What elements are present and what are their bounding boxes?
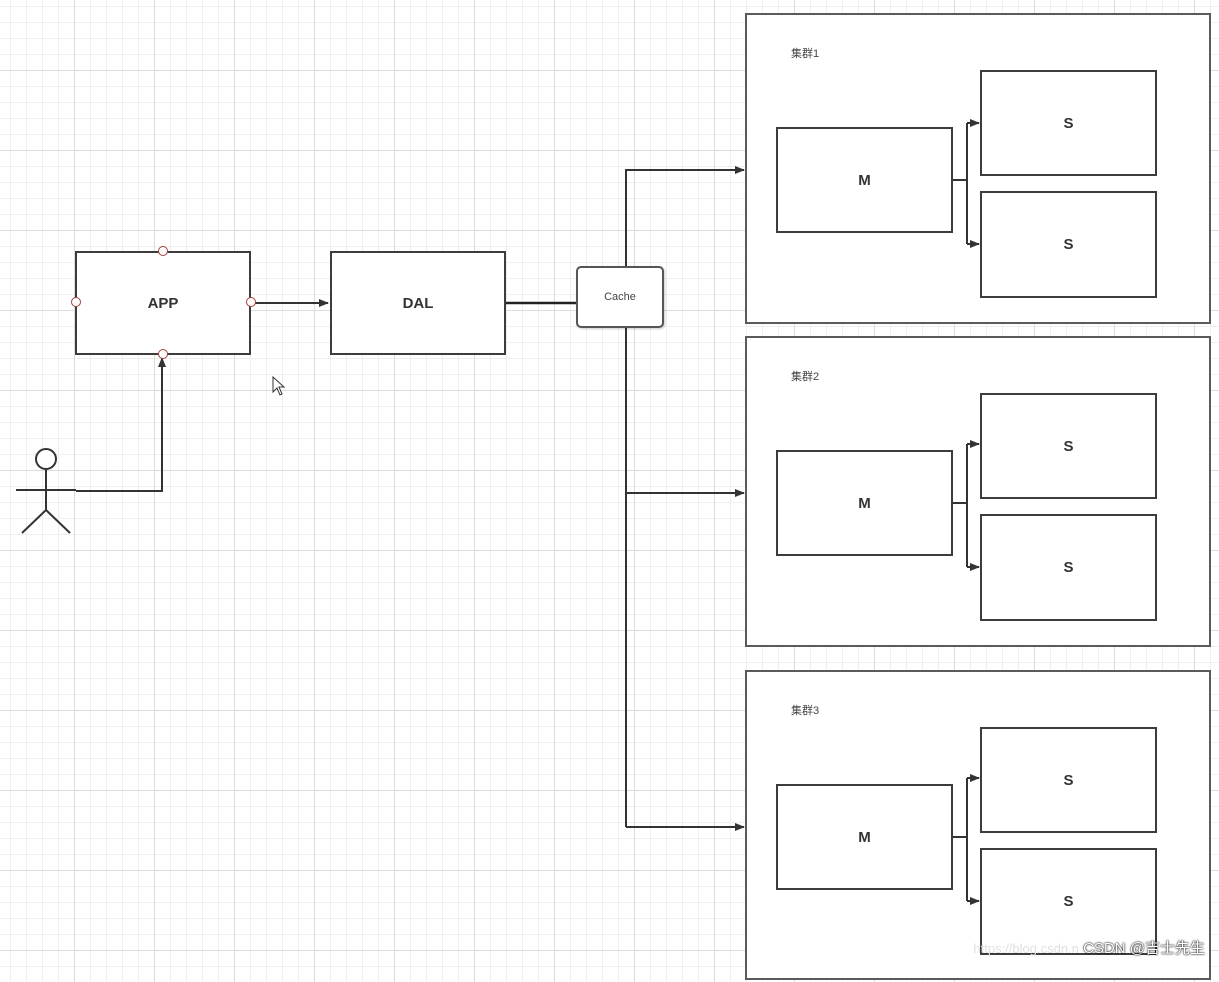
mouse-cursor-icon [272, 376, 286, 396]
slave-label: S [1063, 559, 1074, 576]
cluster-3[interactable]: 集群3 M S S [745, 670, 1211, 980]
watermark-text: CSDN @吉士先生 [1083, 940, 1205, 957]
master-label: M [858, 494, 871, 512]
user-actor-icon [16, 448, 76, 534]
cluster-2-connectors [952, 440, 980, 571]
slave-label: S [1063, 771, 1074, 789]
cache-node[interactable]: Cache [576, 266, 664, 328]
cluster-label: 集群1 [791, 48, 820, 60]
slave-label: S [1063, 114, 1074, 132]
master-label: M [858, 828, 871, 846]
cluster-label: 集群2 [791, 371, 820, 383]
slave-label: S [1063, 236, 1074, 253]
connector-user-app [76, 357, 166, 492]
master-node[interactable]: M [776, 450, 953, 556]
app-handle-left[interactable] [71, 297, 81, 307]
cluster-label: 集群3 [791, 705, 820, 717]
cluster-3-connectors [952, 774, 980, 905]
app-handle-bottom[interactable] [158, 349, 168, 359]
slave-node[interactable]: S [980, 191, 1157, 298]
slave-node[interactable]: S [980, 848, 1157, 955]
app-handle-right[interactable] [246, 297, 256, 307]
app-handle-top[interactable] [158, 246, 168, 256]
slave-node[interactable]: S [980, 70, 1157, 176]
dal-node[interactable]: DAL [330, 251, 506, 355]
cluster-2[interactable]: 集群2 M S S [745, 336, 1211, 647]
master-label: M [858, 171, 871, 189]
connector-cache-cluster1 [625, 166, 745, 266]
cache-label: Cache [604, 291, 636, 303]
slave-node[interactable]: S [980, 514, 1157, 621]
slave-label: S [1063, 437, 1074, 455]
cluster-1[interactable]: 集群1 M S S [745, 13, 1211, 324]
watermark: https://blog.csdn.n CSDN @吉士先生 [973, 937, 1205, 958]
slave-label: S [1063, 893, 1074, 910]
master-node[interactable]: M [776, 784, 953, 890]
watermark-url: https://blog.csdn.n [973, 941, 1079, 956]
slave-node[interactable]: S [980, 393, 1157, 499]
app-label: APP [147, 294, 179, 312]
dal-label: DAL [402, 294, 434, 312]
cluster-1-connectors [952, 119, 980, 248]
slave-node[interactable]: S [980, 727, 1157, 833]
master-node[interactable]: M [776, 127, 953, 233]
app-node[interactable]: APP [75, 251, 251, 355]
